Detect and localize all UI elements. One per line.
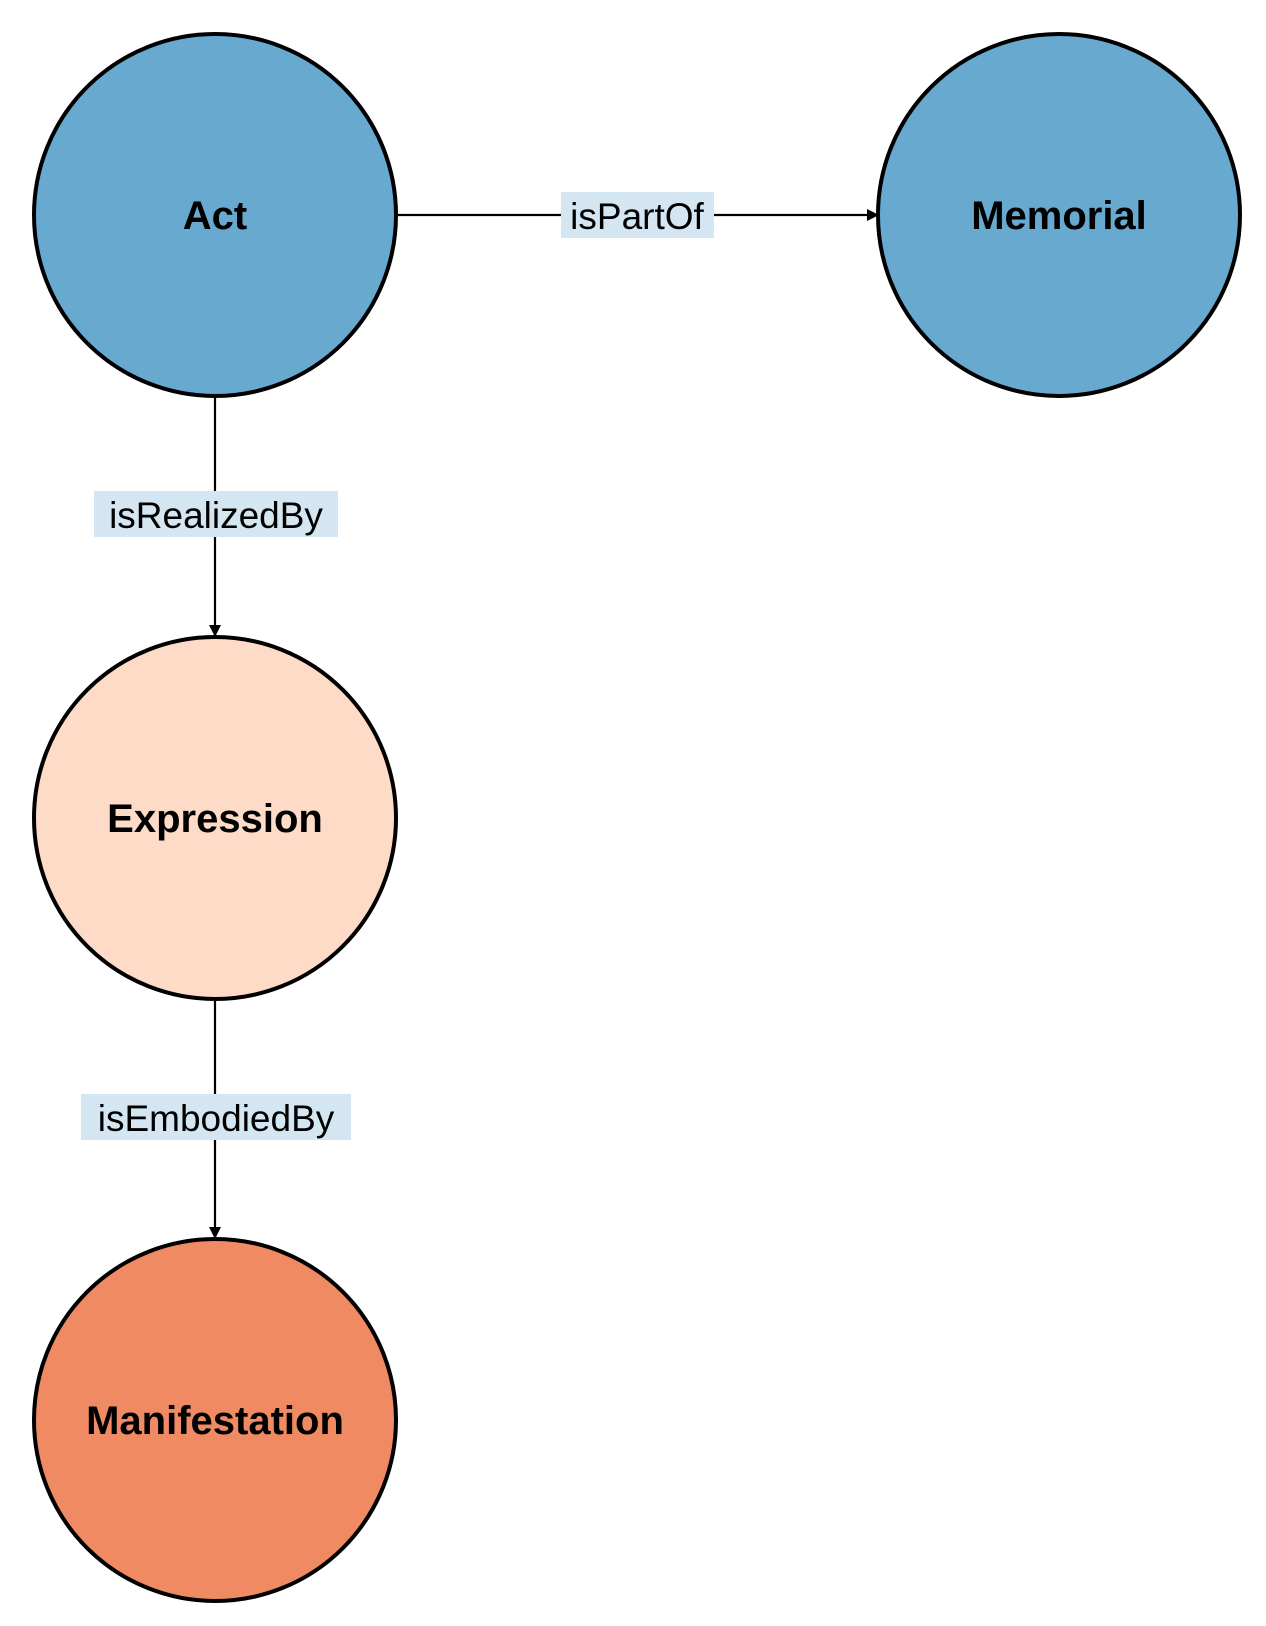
node-manifestation-label: Manifestation: [86, 1399, 344, 1443]
node-expression-circle: [32, 635, 398, 1001]
edge-ispartof-label-bg: [561, 192, 714, 238]
node-expression[interactable]: Expression: [32, 635, 398, 1001]
node-act[interactable]: Act: [32, 32, 398, 398]
edge-isrealizedby-label-bg: [94, 491, 338, 537]
node-act-circle: [32, 32, 398, 398]
edge-ispartof: isPartOf: [398, 192, 879, 238]
node-memorial-circle: [876, 32, 1242, 398]
node-manifestation-circle: [32, 1237, 398, 1603]
edge-ispartof-label: isPartOf: [570, 196, 704, 237]
node-memorial[interactable]: Memorial: [876, 32, 1242, 398]
edge-isembodiedby-label-bg: [81, 1094, 351, 1140]
edge-isrealizedby-label: isRealizedBy: [109, 495, 323, 536]
edge-isrealizedby: isRealizedBy: [94, 397, 338, 637]
edge-isembodiedby: isEmbodiedBy: [81, 1000, 351, 1239]
node-memorial-label: Memorial: [971, 194, 1147, 238]
node-manifestation[interactable]: Manifestation: [32, 1237, 398, 1603]
node-act-label: Act: [183, 194, 247, 238]
node-expression-label: Expression: [107, 797, 323, 841]
edge-isembodiedby-label: isEmbodiedBy: [98, 1098, 335, 1139]
